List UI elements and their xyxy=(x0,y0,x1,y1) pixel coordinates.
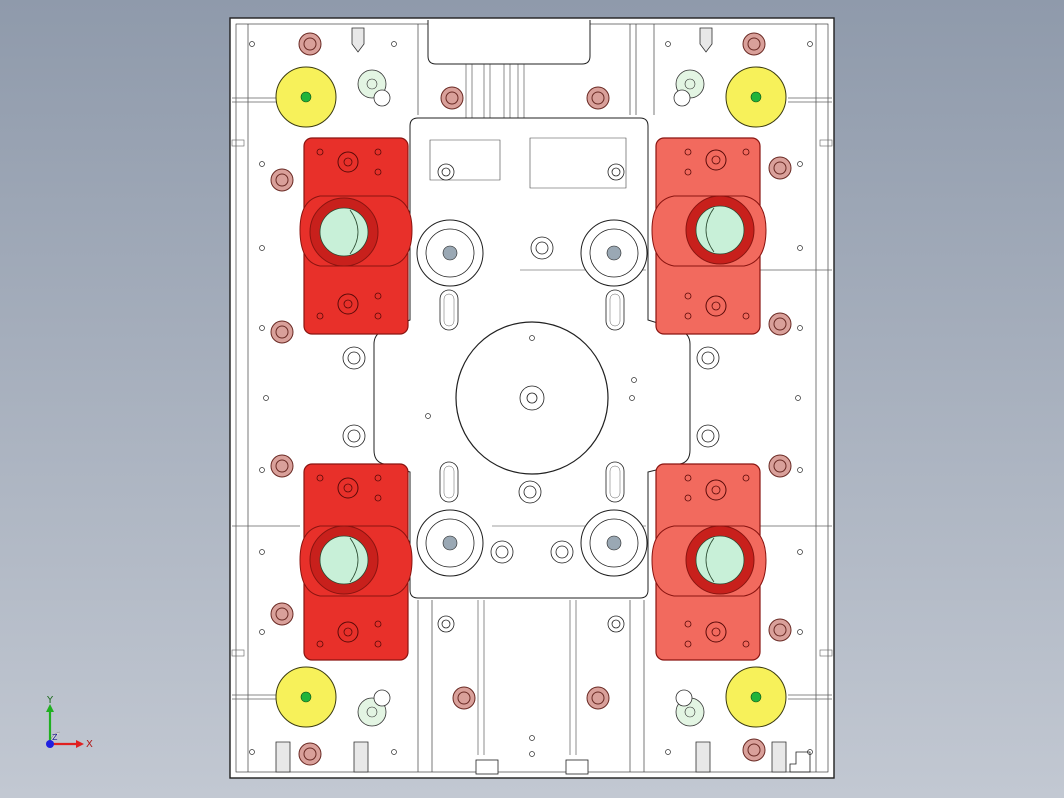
locating-rings xyxy=(275,66,787,728)
runner-slots xyxy=(439,289,625,503)
axis-triad: Y X Z xyxy=(46,696,93,750)
guide-pins xyxy=(357,69,705,727)
cavity-insert-top-right xyxy=(651,137,767,335)
cavity-insert-bottom-left xyxy=(299,463,413,661)
triad-x-label: X xyxy=(86,739,93,750)
pin-holes xyxy=(249,41,813,757)
cavity-insert-top-left xyxy=(299,137,413,335)
hex-bolts xyxy=(270,32,792,766)
triad-x-arrowhead xyxy=(76,740,84,748)
divider-strips xyxy=(417,24,655,775)
triad-y-label: Y xyxy=(46,696,54,706)
triad-y-arrowhead xyxy=(46,704,54,712)
cone-pins xyxy=(275,27,787,773)
central-sprue-disk xyxy=(455,321,609,475)
ejector-bores xyxy=(416,219,648,577)
corner-notch xyxy=(789,751,811,773)
counterbores xyxy=(342,163,720,633)
triad-z-axis xyxy=(46,740,54,748)
triad-z-label: Z xyxy=(52,733,58,742)
cavity-insert-bottom-right xyxy=(651,463,767,661)
